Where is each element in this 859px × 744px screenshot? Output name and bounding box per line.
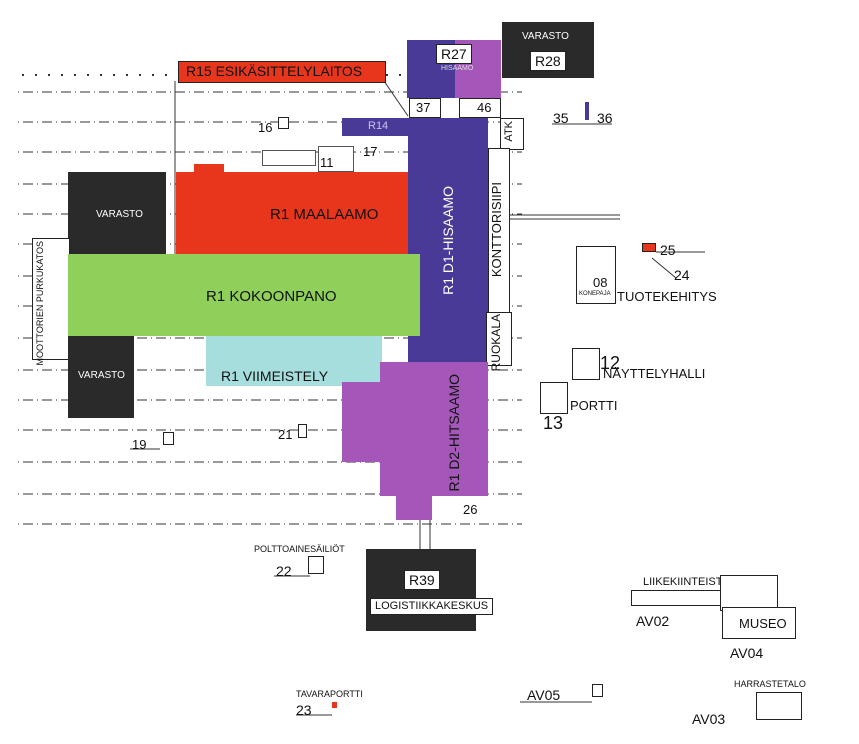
label-r1-maalaamo: R1 MAALAAMO <box>270 206 379 223</box>
building-21[interactable] <box>298 424 307 438</box>
label-r39: R39 <box>404 570 440 590</box>
label-16: 16 <box>258 120 273 135</box>
connector-r15-d1 <box>383 80 409 117</box>
building-r1-maalaamo[interactable] <box>176 172 411 254</box>
label-r28: R28 <box>530 51 566 71</box>
label-17: 17 <box>363 144 378 159</box>
building-av05[interactable] <box>592 684 603 697</box>
label-46: 46 <box>477 100 492 115</box>
label-36: 36 <box>597 110 613 126</box>
label-08: 08 <box>593 275 608 290</box>
label-polttoaine: POLTTOAINESÄILIÖT <box>254 544 345 554</box>
label-11: 11 <box>320 155 334 170</box>
building-r1-kokoonpano[interactable] <box>68 254 420 336</box>
marker-25[interactable] <box>642 243 656 252</box>
label-22: 22 <box>276 563 292 579</box>
building-r1-d1[interactable] <box>408 118 488 364</box>
label-liikekiinteisto: LIIKEKIINTEISTÖ <box>643 576 732 588</box>
building-19[interactable] <box>163 432 174 445</box>
marker-23[interactable] <box>332 702 337 708</box>
building-r1-maalaamo-tower <box>194 164 224 176</box>
building-varasto-left2[interactable] <box>68 336 134 418</box>
label-portti: PORTTI <box>570 398 618 413</box>
label-24: 24 <box>674 267 690 283</box>
label-varasto-left: VARASTO <box>96 209 143 220</box>
building-16[interactable] <box>278 117 289 129</box>
marker-35-36[interactable] <box>585 102 589 120</box>
building-atk[interactable] <box>500 118 524 150</box>
label-av02: AV02 <box>636 613 670 629</box>
label-r28-top: VARASTO <box>522 31 569 42</box>
building-46[interactable] <box>459 98 501 118</box>
label-atk: ATK <box>503 121 515 142</box>
building-av02[interactable] <box>631 590 721 606</box>
leader-24 <box>651 257 677 279</box>
label-varasto-left2: VARASTO <box>78 370 125 381</box>
label-konttorisiipi: KONTTORISIIPI <box>489 182 504 278</box>
building-12[interactable] <box>572 348 600 380</box>
label-12: 12 <box>600 353 621 373</box>
building-ruokala[interactable] <box>486 312 512 366</box>
building-13[interactable] <box>540 382 568 414</box>
label-21: 21 <box>278 427 293 442</box>
label-r14: R14 <box>368 120 389 132</box>
label-25: 25 <box>660 242 676 258</box>
label-13: 13 <box>543 413 564 433</box>
building-r14[interactable] <box>342 118 408 136</box>
building-varasto-left[interactable] <box>68 172 166 256</box>
label-av05: AV05 <box>527 687 561 703</box>
building-37[interactable] <box>409 98 441 118</box>
building-museo[interactable] <box>722 607 796 639</box>
label-logistiikka: LOGISTIIKKAKESKUS <box>370 598 494 615</box>
building-av04[interactable] <box>720 575 778 611</box>
label-nayttelyhalli: NÄYTTELYHALLI <box>603 366 706 381</box>
label-37: 37 <box>416 100 431 115</box>
label-av03: AV03 <box>692 711 726 727</box>
label-19: 19 <box>132 437 147 452</box>
label-r27-sub: HISAAMO <box>441 65 474 72</box>
building-r1-viimeistely[interactable] <box>206 336 382 386</box>
building-av03[interactable] <box>756 692 802 720</box>
label-tuotekehitys: TUOTEKEHITYS <box>617 289 717 304</box>
label-moottorien: MOOTTORIEN PURKUKATOS <box>35 241 45 366</box>
label-26: 26 <box>463 502 478 517</box>
building-22[interactable] <box>308 556 324 574</box>
label-23: 23 <box>296 702 312 718</box>
label-r1-kokoonpano: R1 KOKOONPANO <box>206 288 337 305</box>
label-museo: MUSEO <box>739 616 787 631</box>
building-tuotekehitys[interactable] <box>576 246 616 304</box>
building-11[interactable] <box>318 146 354 172</box>
label-tavaraportti: TAVARAPORTTI <box>296 689 363 699</box>
building-r39[interactable] <box>366 549 476 631</box>
label-r1-viimeistely: R1 VIIMEISTELY <box>221 368 329 384</box>
label-r15: R15 ESIKÄSITTELYLAITOS <box>186 63 363 79</box>
label-ruokala: RUOKALA <box>489 314 503 372</box>
building-r1-d2-foot <box>396 462 432 520</box>
building-10[interactable] <box>262 150 316 166</box>
label-tuotekehitys-sm: KONEPAJA <box>579 291 611 297</box>
label-harrastetalo: HARRASTETALO <box>734 679 806 689</box>
label-av04: AV04 <box>730 645 764 661</box>
label-r1-d2: R1 D2-HITSAAMO <box>446 374 462 492</box>
label-r1-d1: R1 D1-HISAAMO <box>440 186 456 295</box>
label-r27: R27 <box>436 44 472 64</box>
label-35: 35 <box>553 110 569 126</box>
building-r15[interactable] <box>178 61 386 83</box>
